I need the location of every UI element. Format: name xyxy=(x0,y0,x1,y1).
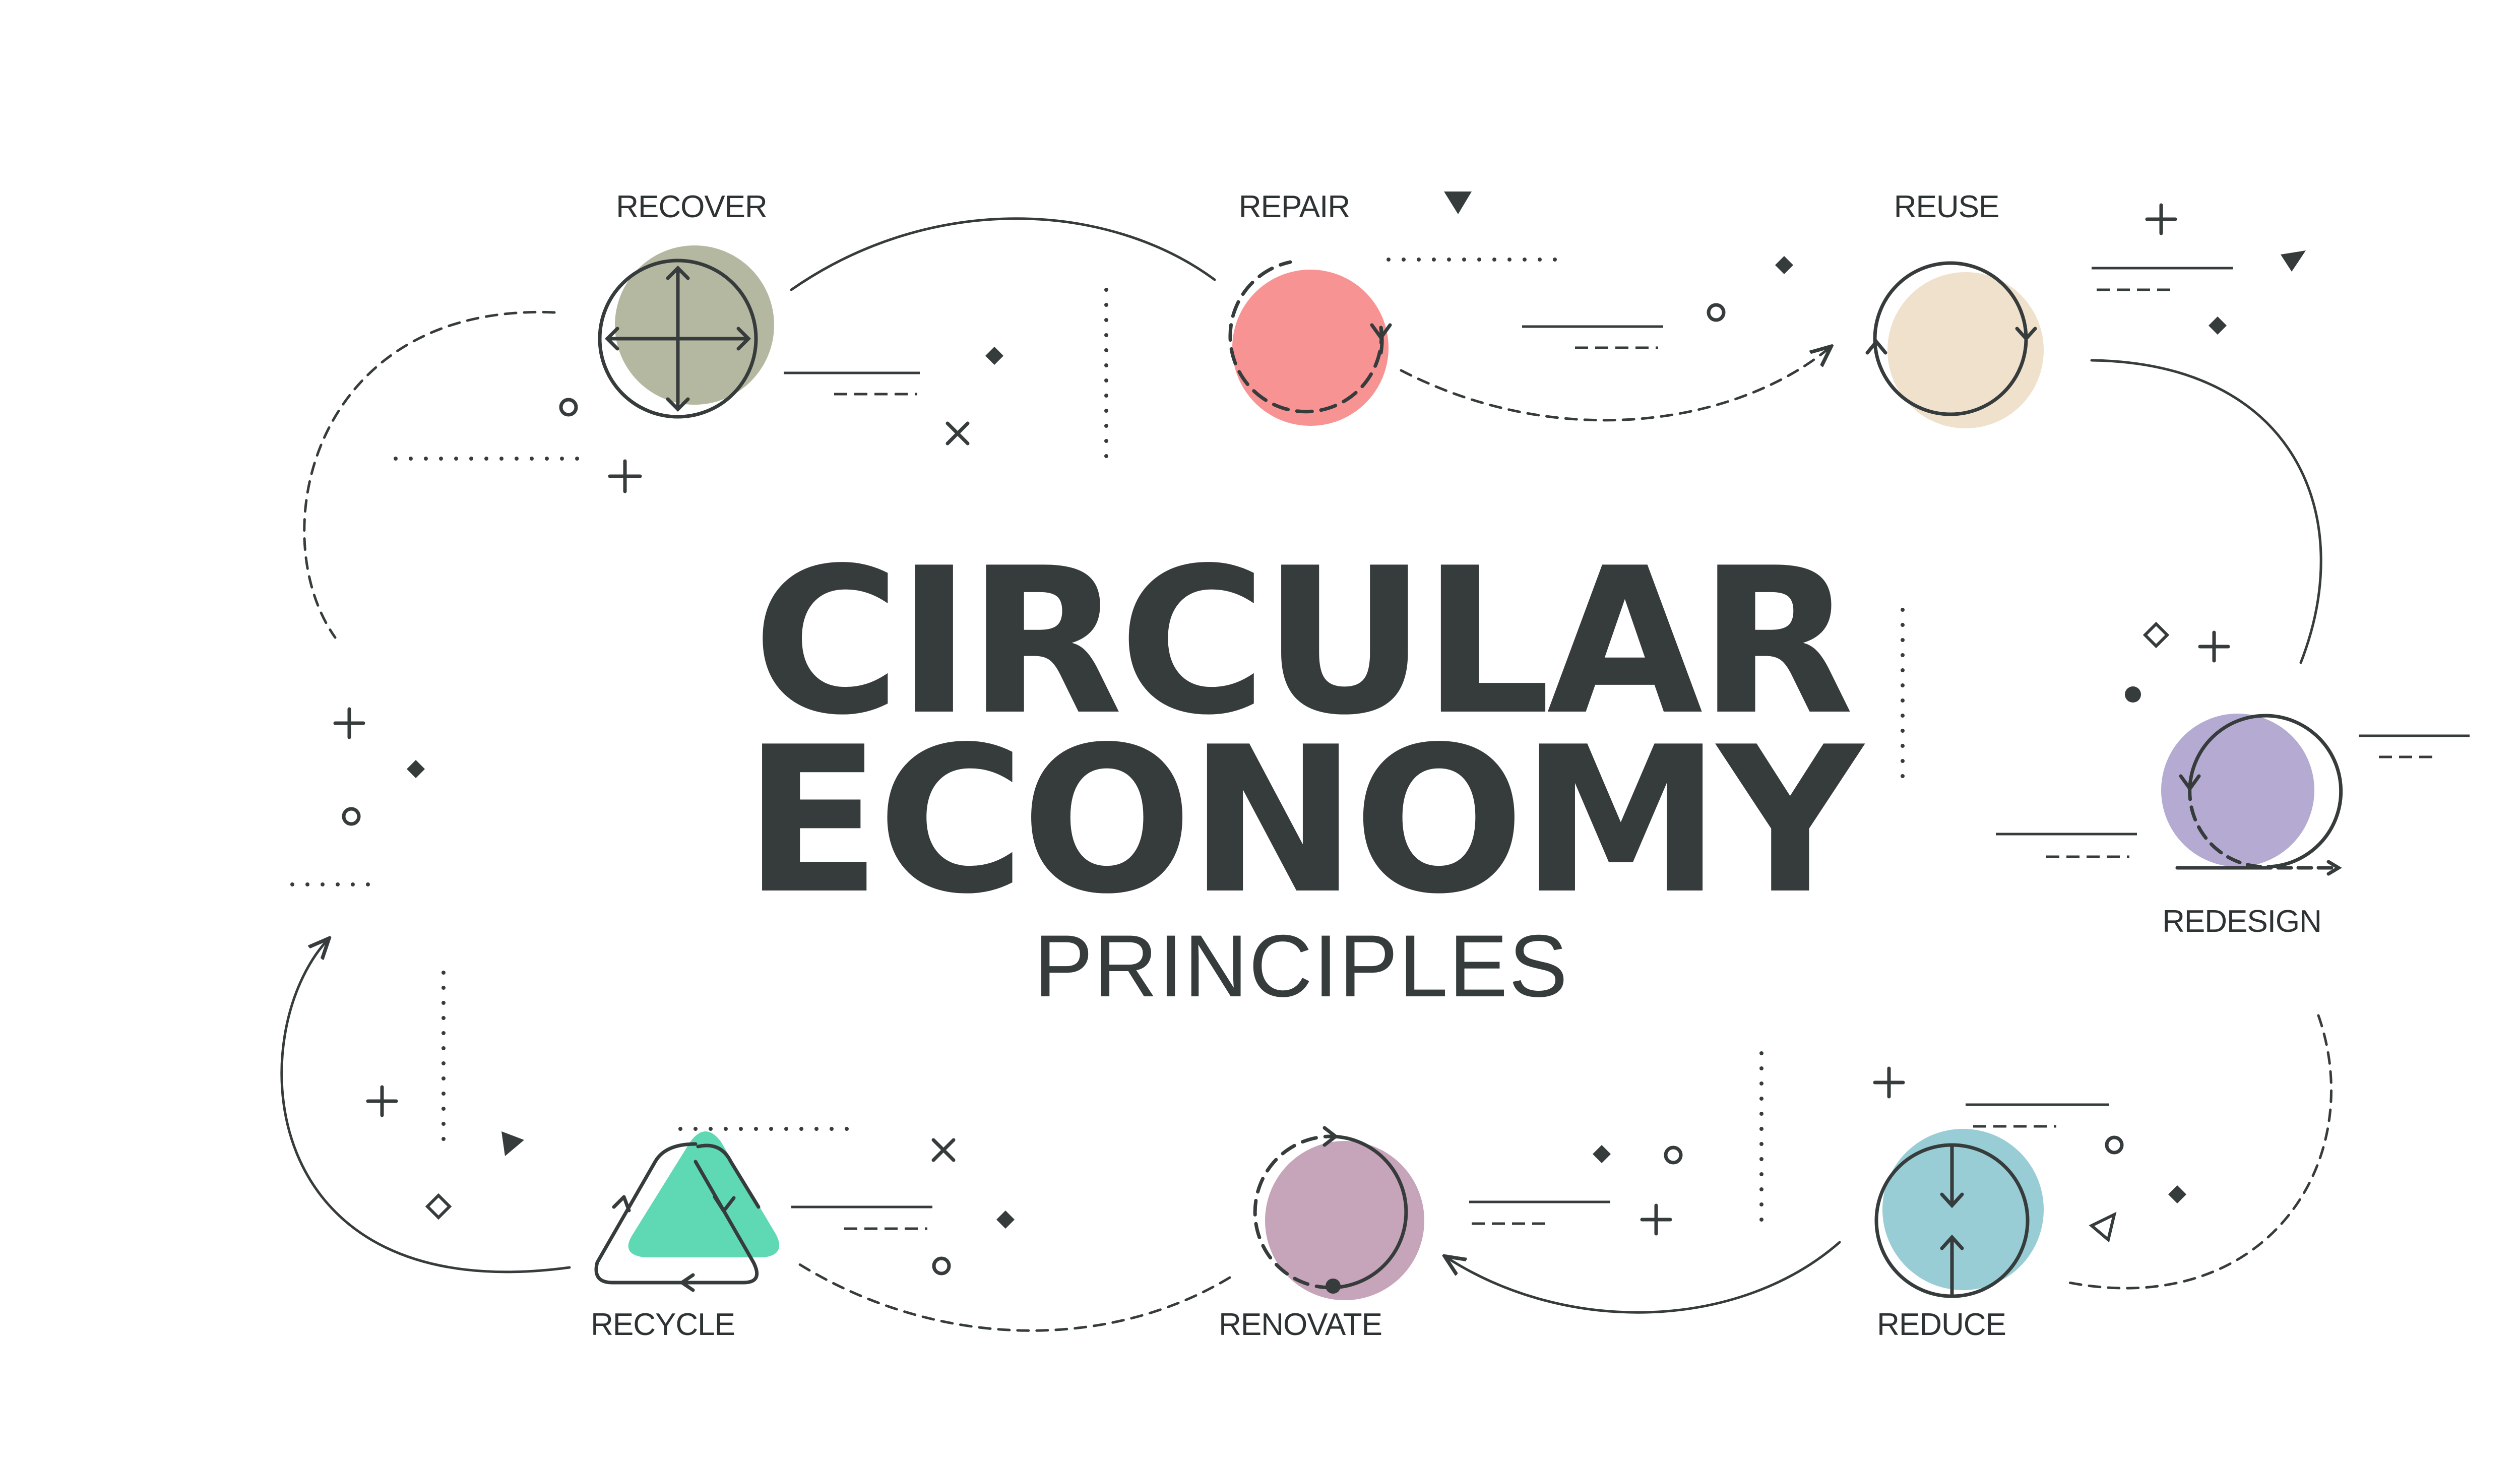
connector-paths xyxy=(280,217,2333,1332)
connector-recycle-recover xyxy=(280,940,571,1274)
title-line-1: CIRCULAR xyxy=(752,525,1854,759)
solid-diamond-icon xyxy=(1593,1145,1611,1163)
renovate-fill xyxy=(1265,1141,1424,1300)
cross-icon xyxy=(931,1138,956,1162)
plus-icon xyxy=(608,459,642,493)
reduce-arrows-icon xyxy=(1874,1143,2030,1298)
plus-icon xyxy=(1640,1203,1672,1236)
connector-renovate-recycle xyxy=(795,1261,1231,1332)
redesign-cycle-icon xyxy=(2175,714,2343,876)
hollow-diamond-icon xyxy=(425,1193,452,1220)
solid-diamond-icon xyxy=(2168,1185,2186,1203)
connector-recover-repair xyxy=(790,217,1216,291)
plus-icon xyxy=(2145,203,2177,235)
title-line-2: ECONOMY xyxy=(743,704,1863,938)
solid-triangle-icon xyxy=(2281,250,2306,272)
solid-diamond-icon xyxy=(996,1211,1015,1229)
solid-diamond-icon xyxy=(985,347,1003,365)
solid-diamond-icon xyxy=(1775,256,1793,274)
reuse-cycle-icon xyxy=(1865,261,2037,416)
dashed-cycle-icon xyxy=(1228,260,1392,414)
arrows-out-icon xyxy=(598,259,758,419)
ring-icon xyxy=(559,398,578,417)
redesign-node xyxy=(2161,714,2343,876)
label-redesign: REDESIGN xyxy=(2162,904,2322,939)
recover-node xyxy=(598,245,774,419)
solid-triangle-icon xyxy=(501,1131,524,1156)
decor-shapes xyxy=(333,203,2230,1276)
connector-reduce-renovate xyxy=(1446,1241,1841,1314)
plus-icon xyxy=(2198,630,2230,663)
renovate-dot xyxy=(1326,1279,1341,1294)
connector-recover-loop xyxy=(303,310,556,639)
label-reduce: REDUCE xyxy=(1877,1307,2006,1342)
recycle-fill xyxy=(628,1131,780,1257)
decor-lines xyxy=(784,267,2470,1230)
label-repair: REPAIR xyxy=(1238,189,1350,224)
repair-fill xyxy=(1232,270,1389,426)
hollow-triangle-icon xyxy=(2089,1212,2117,1243)
plus-icon xyxy=(333,707,365,739)
ring-icon xyxy=(1707,303,1726,322)
plus-icon xyxy=(1873,1066,1905,1099)
label-reuse: REUSE xyxy=(1894,189,2000,224)
hollow-diamond-icon xyxy=(2143,621,2170,649)
ring-icon xyxy=(2105,1135,2124,1155)
renovate-cycle-icon xyxy=(1253,1126,1408,1290)
reduce-fill xyxy=(1882,1129,2044,1290)
label-renovate: RENOVATE xyxy=(1219,1307,1382,1342)
decor-dots xyxy=(290,258,1905,1234)
ring-icon xyxy=(1664,1145,1683,1165)
solid-diamond-icon xyxy=(407,760,425,778)
connector-reuse-redesign xyxy=(2090,359,2322,664)
ring-icon xyxy=(932,1256,951,1276)
cross-icon xyxy=(946,421,970,445)
repair-node xyxy=(1228,260,1392,426)
decor-solid-shapes xyxy=(407,192,2306,1229)
connector-repair-reuse xyxy=(1400,348,1830,422)
renovate-node xyxy=(1253,1126,1424,1300)
solid-dot-icon xyxy=(2125,686,2141,703)
solid-triangle-icon xyxy=(1444,192,1472,214)
solid-diamond-icon xyxy=(2209,316,2227,335)
ring-icon xyxy=(342,807,361,826)
recycle-node xyxy=(594,1131,780,1292)
reuse-node xyxy=(1865,261,2044,428)
recycle-triangle-icon xyxy=(594,1142,761,1292)
connector-redesign-reduce xyxy=(2067,1014,2333,1290)
subtitle: PRINCIPLES xyxy=(1034,917,1569,1015)
label-recover: RECOVER xyxy=(616,189,768,224)
reduce-node xyxy=(1874,1129,2044,1298)
label-recycle: RECYCLE xyxy=(591,1307,735,1342)
plus-icon xyxy=(366,1085,398,1117)
